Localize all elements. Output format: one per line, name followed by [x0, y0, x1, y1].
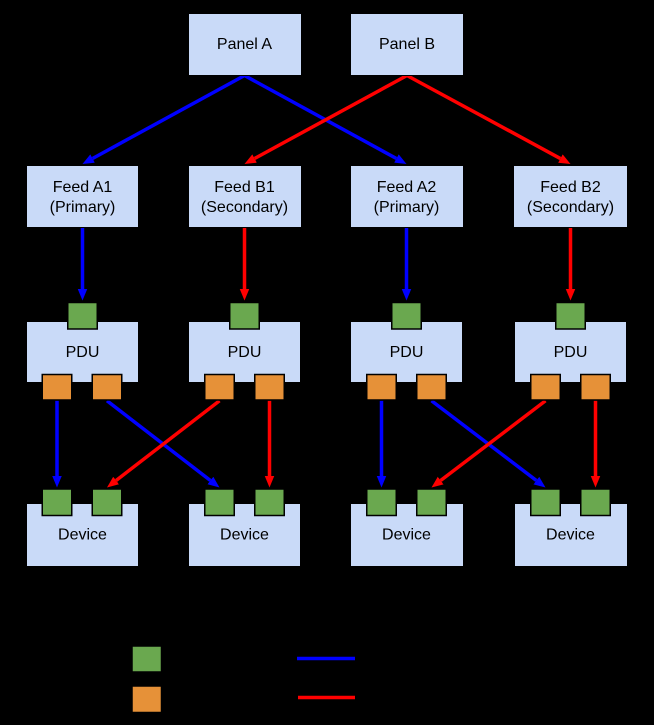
svg-text:PDU: PDU [66, 344, 100, 361]
svg-text:(Secondary): (Secondary) [527, 199, 614, 216]
svg-text:(Secondary): (Secondary) [201, 199, 288, 216]
svg-text:Feed B2: Feed B2 [540, 179, 601, 196]
svg-text:Feed A1: Feed A1 [53, 179, 113, 196]
svg-text:PDU: PDU [390, 344, 424, 361]
svg-text:Feed B1: Feed B1 [214, 179, 275, 196]
svg-text:PDU: PDU [228, 344, 262, 361]
svg-text:PDU: PDU [554, 344, 588, 361]
svg-text:(Primary): (Primary) [374, 199, 440, 216]
svg-text:Feed A2: Feed A2 [377, 179, 437, 196]
svg-text:Device: Device [58, 527, 107, 544]
svg-text:Panel A: Panel A [217, 36, 272, 53]
svg-text:Panel B: Panel B [379, 36, 435, 53]
svg-text:(Primary): (Primary) [50, 199, 116, 216]
svg-text:Device: Device [220, 527, 269, 544]
svg-text:Device: Device [382, 527, 431, 544]
svg-text:Device: Device [546, 527, 595, 544]
